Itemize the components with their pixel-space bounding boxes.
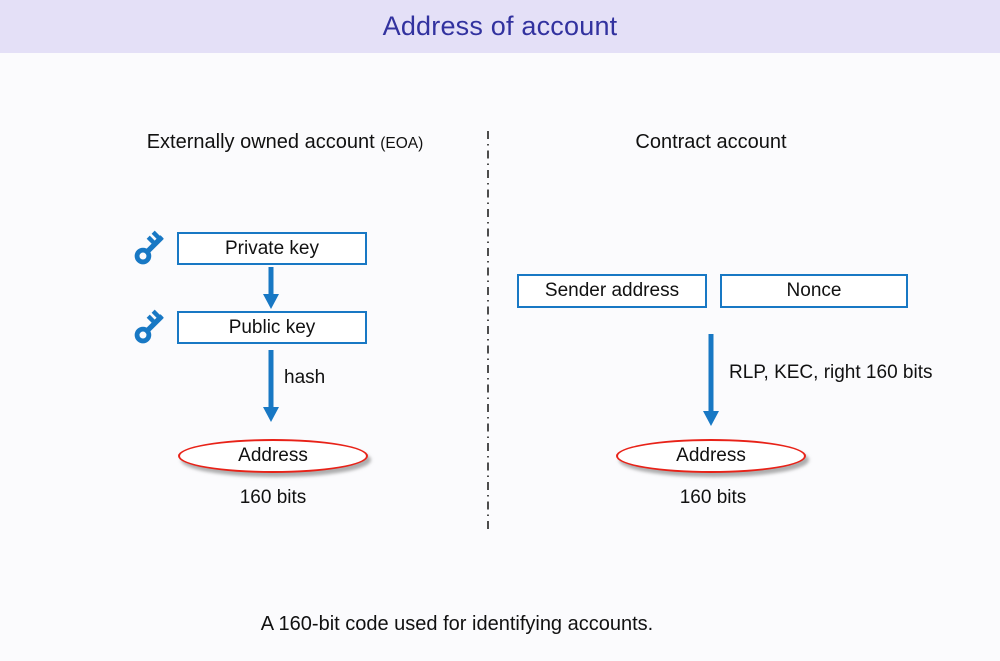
arrow-down-icon xyxy=(263,350,279,422)
public-key-label: Public key xyxy=(228,316,316,338)
slide-caption: A 160-bit code used for identifying acco… xyxy=(260,613,654,635)
rlp-arrow-label: RLP, KEC, right 160 bits xyxy=(729,362,933,383)
heading-eoa-suffix: (EOA) xyxy=(380,135,424,152)
address-ellipse-contract: Address xyxy=(616,439,806,473)
arrow-down-icon xyxy=(703,334,719,426)
nonce-label: Nonce xyxy=(786,280,842,301)
address-label: Address xyxy=(238,445,308,466)
nonce-box: Nonce xyxy=(720,274,908,308)
private-key-label: Private key xyxy=(225,237,319,259)
slide-title-bar: Address of account xyxy=(0,0,1000,53)
public-key-box: Public key xyxy=(177,311,367,344)
address-label: Address xyxy=(676,445,746,466)
column-divider xyxy=(487,131,489,534)
private-key-box: Private key xyxy=(177,232,367,265)
sender-address-label: Sender address xyxy=(544,280,680,301)
key-icon xyxy=(134,230,164,265)
hash-arrow-label: hash xyxy=(284,367,326,388)
heading-contract: Contract account xyxy=(511,131,911,159)
bits-label-contract: 160 bits xyxy=(679,487,747,508)
heading-eoa: Externally owned account (EOA) xyxy=(85,131,485,159)
heading-eoa-text: Externally owned account xyxy=(146,131,375,153)
key-icon xyxy=(134,309,164,344)
arrow-down-icon xyxy=(263,267,279,309)
sender-address-box: Sender address xyxy=(517,274,707,308)
bits-label-eoa: 160 bits xyxy=(239,487,307,508)
address-ellipse-eoa: Address xyxy=(178,439,368,473)
page-title: Address of account xyxy=(382,11,618,41)
heading-contract-text: Contract account xyxy=(635,131,787,153)
